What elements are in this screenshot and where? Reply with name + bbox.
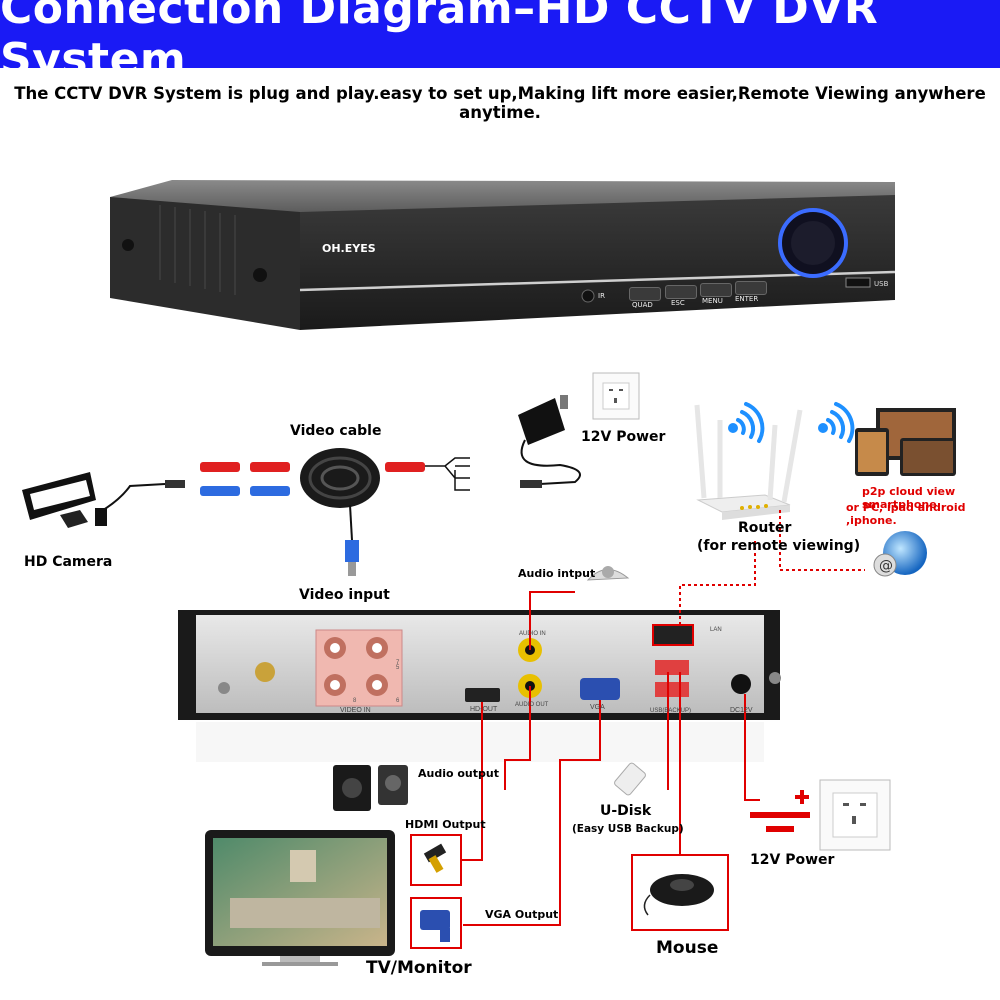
camera-icon	[22, 472, 107, 528]
ir-label: IR	[598, 292, 605, 300]
ch-6-label: 6	[396, 698, 400, 704]
hdmi-connector-icon	[410, 834, 462, 886]
router-icon	[694, 404, 803, 520]
enter-button[interactable]	[735, 281, 767, 295]
vga-output-label: VGA Output	[485, 908, 559, 921]
speaker-icon	[333, 765, 408, 811]
devices-icon	[855, 408, 956, 476]
ir-sensor-icon	[581, 289, 595, 303]
hdmi-output-label: HDMI Output	[405, 818, 486, 831]
audio-out-port-label: AUDIO OUT	[515, 702, 549, 708]
audio-in-port-label: AUDIO IN	[519, 631, 546, 637]
vga-connector-icon	[410, 897, 462, 949]
menu-button[interactable]	[700, 283, 732, 297]
lan-port-label: LAN	[710, 627, 722, 633]
dvr-back-panel	[178, 610, 781, 762]
power-adapter-icon	[518, 395, 581, 488]
video-cable-icon	[165, 448, 470, 576]
p2p-line2-label: or PC, ipad android ,iphone.	[846, 501, 966, 527]
dc-power-icon	[750, 790, 810, 832]
esc-label: ESC	[671, 299, 685, 307]
monitor-icon	[205, 830, 395, 966]
router-sub-label: (for remote viewing)	[697, 538, 861, 554]
p2p-line1-label: p2p cloud view smartphone	[862, 485, 956, 511]
ch-5-label: 5	[396, 665, 400, 671]
quad-label: QUAD	[632, 301, 653, 309]
connection-lines	[462, 591, 760, 926]
hd-camera-label: HD Camera	[24, 554, 113, 570]
page-title: Connection Diagram–HD CCTV DVR System	[0, 0, 879, 85]
internet-globe-icon: @	[873, 531, 927, 577]
dvr-front-unit	[110, 180, 896, 330]
usb-backup-port-label: USB(BACKUP)	[650, 708, 692, 714]
microphone-icon	[586, 566, 630, 581]
menu-label: MENU	[702, 297, 723, 305]
usb-port-icon	[845, 277, 871, 288]
ch-7-label: 7	[396, 660, 400, 666]
wifi-icon	[728, 402, 855, 443]
esc-button[interactable]	[665, 285, 697, 299]
svg-text:@: @	[879, 558, 893, 574]
ch-8-label: 8	[353, 698, 357, 704]
dc12v-port-label: DC12V	[730, 707, 753, 714]
power-label-top: 12V Power	[581, 429, 666, 445]
video-cable-label: Video cable	[290, 423, 382, 439]
quad-button[interactable]	[629, 287, 661, 301]
usb-label: USB	[874, 280, 889, 288]
video-in-port-label: VIDEO IN	[340, 707, 371, 714]
tv-monitor-label: TV/Monitor	[366, 958, 472, 978]
network-lines	[679, 510, 865, 625]
page-subtitle: The CCTV DVR System is plug and play.eas…	[14, 84, 986, 122]
mouse-icon	[631, 854, 729, 931]
audio-input-label: Audio intput	[518, 567, 596, 580]
vga-port-label: VGA	[590, 704, 605, 711]
audio-output-label: Audio output	[418, 767, 499, 780]
enter-label: ENTER	[735, 295, 759, 303]
wall-socket-icon	[819, 779, 891, 851]
video-input-label: Video input	[299, 587, 390, 603]
wall-socket-icon	[592, 372, 640, 420]
u-disk-label: U-Disk	[600, 803, 652, 819]
mouse-label: Mouse	[656, 938, 719, 958]
title-bar: Connection Diagram–HD CCTV DVR System	[0, 0, 1000, 85]
u-disk-sub-label: (Easy USB Backup)	[572, 823, 684, 835]
hd-out-port-label: HD-OUT	[470, 706, 498, 713]
power-label-bottom: 12V Power	[750, 852, 835, 868]
brand-logo: OH.EYES	[322, 242, 376, 255]
usb-disk-icon	[614, 762, 646, 796]
router-label: Router	[738, 520, 792, 536]
